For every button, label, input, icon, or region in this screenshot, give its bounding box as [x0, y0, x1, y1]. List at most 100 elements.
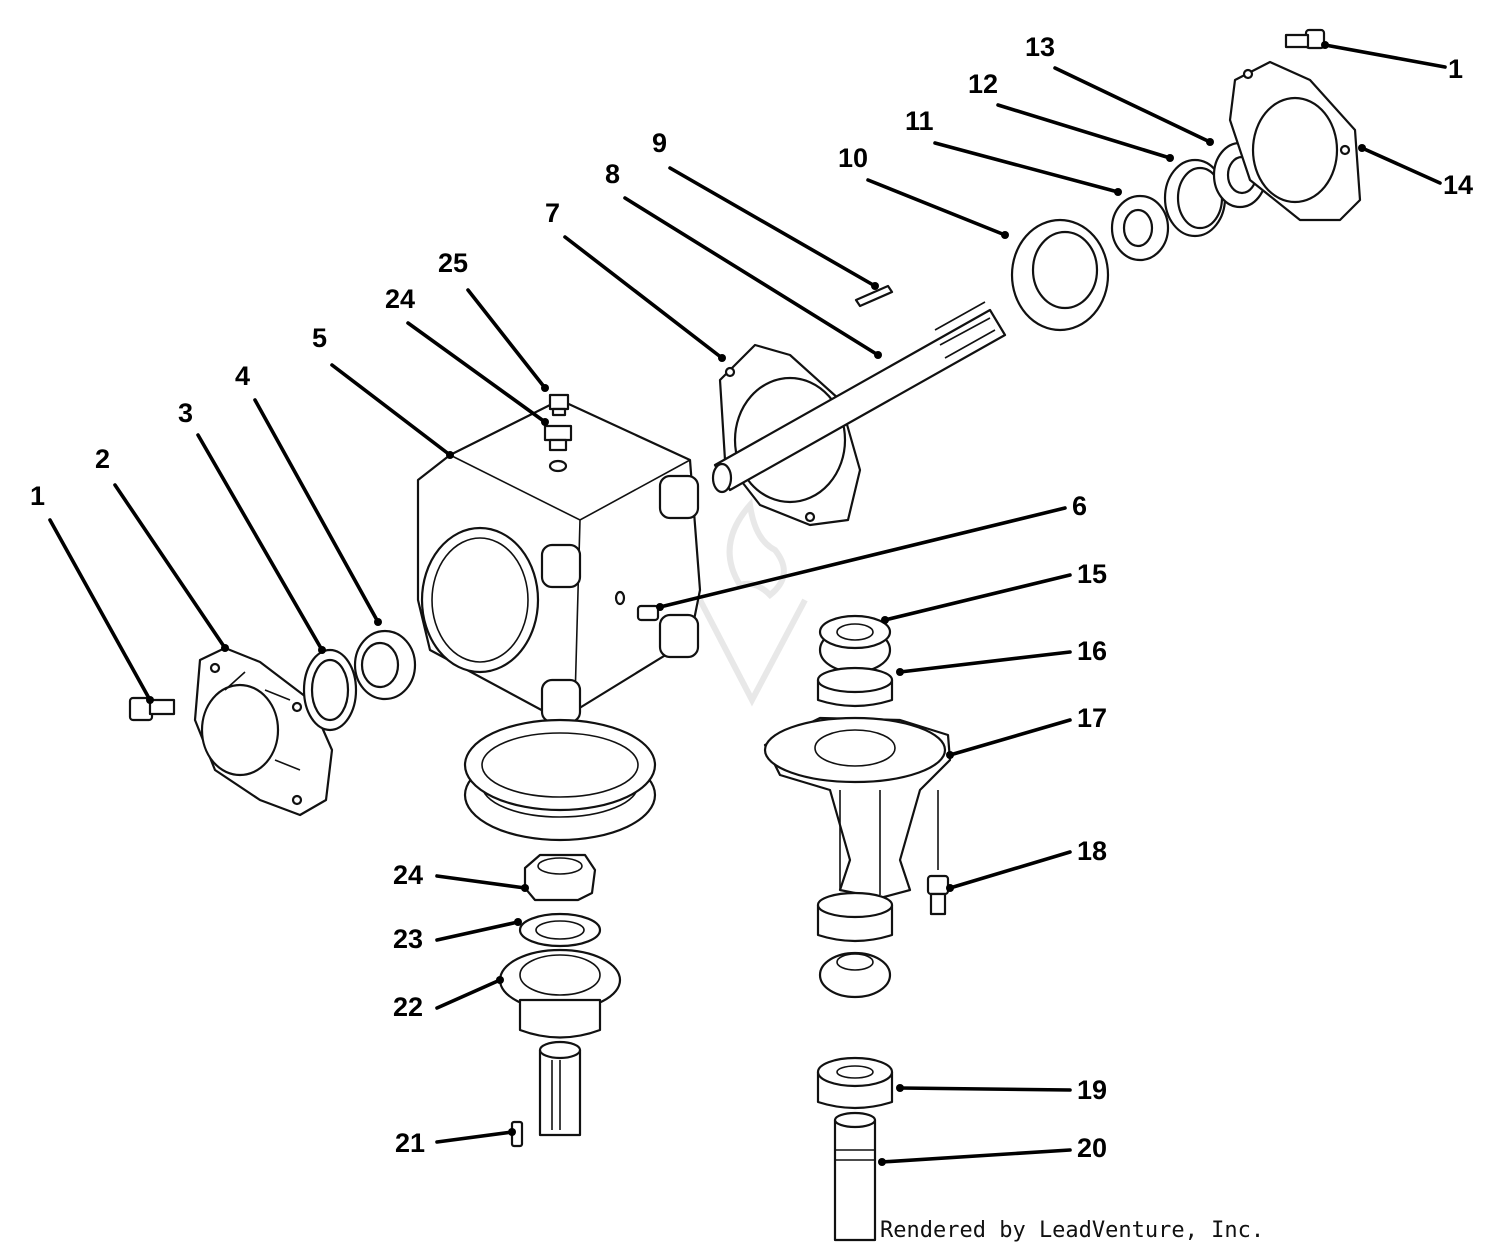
output-shaft[interactable] [538, 1040, 582, 1137]
callout-25[interactable]: 21 [395, 1128, 516, 1158]
leader-line [948, 850, 1072, 890]
callout-number: 24 [385, 284, 415, 314]
leader-line [435, 920, 520, 942]
bearing-left[interactable] [353, 629, 417, 701]
leader-dot [896, 1084, 904, 1092]
cup-lower-top[interactable] [816, 666, 894, 708]
lower-seal-housing[interactable] [498, 948, 622, 1039]
leader-dot [1321, 41, 1329, 49]
cup-lower-bottom[interactable] [816, 891, 894, 943]
gearbox-housing[interactable] [416, 398, 702, 724]
leader-line [466, 288, 547, 390]
leader-dot [446, 451, 454, 459]
lower-flange-ring[interactable] [463, 718, 657, 842]
leadventure-watermark [697, 498, 808, 707]
leader-line [253, 398, 380, 624]
leader-dot [881, 616, 889, 624]
bearing-carrier[interactable] [763, 716, 952, 900]
leader-line [435, 978, 502, 1010]
callout-14[interactable]: 13 [1025, 32, 1214, 146]
bearing-cup-upper[interactable] [1010, 218, 1110, 332]
callout-number: 15 [1077, 559, 1107, 589]
callout-number: 5 [312, 323, 327, 353]
leader-line [883, 573, 1072, 622]
leader-line [1323, 43, 1447, 69]
callout-20[interactable]: 17 [946, 703, 1107, 759]
callout-2[interactable]: 2 [95, 444, 229, 652]
callout-4[interactable]: 4 [235, 361, 382, 626]
carrier-bolt[interactable] [926, 790, 950, 916]
callout-number: 1 [30, 481, 45, 511]
seal-left[interactable] [302, 648, 358, 732]
callout-number: 10 [838, 143, 868, 173]
bearing-lower-top[interactable] [818, 614, 892, 674]
callout-3[interactable]: 3 [178, 398, 326, 654]
leader-dot [946, 884, 954, 892]
leader-line [435, 1130, 514, 1144]
ball-bearing[interactable] [816, 1056, 894, 1110]
cup-upper-outer[interactable] [1163, 158, 1227, 238]
callout-1[interactable]: 1 [30, 481, 154, 704]
bolt-right[interactable] [1284, 28, 1326, 50]
leader-dot [946, 751, 954, 759]
callout-24[interactable]: 22 [393, 976, 504, 1022]
leader-line [948, 718, 1072, 757]
callout-18[interactable]: 15 [881, 559, 1107, 624]
lower-nut[interactable] [523, 853, 597, 902]
callout-5[interactable]: 5 [312, 323, 454, 459]
top-plug[interactable] [548, 393, 570, 417]
callout-number: 11 [905, 106, 934, 136]
callout-12[interactable]: 11 [905, 106, 1122, 196]
callout-number: 2 [95, 444, 110, 474]
callout-number: 1 [1448, 54, 1463, 84]
leader-line [898, 1086, 1072, 1092]
leader-dot [878, 1158, 886, 1166]
callout-number: 6 [1072, 491, 1087, 521]
callout-number: 22 [393, 992, 423, 1022]
leader-line [563, 235, 724, 360]
callout-15[interactable]: 1 [1321, 41, 1463, 84]
callout-6[interactable]: 25 [438, 248, 549, 392]
callout-number: 9 [652, 128, 667, 158]
leader-line [113, 483, 227, 650]
callout-21[interactable]: 18 [946, 836, 1107, 892]
cover-plate[interactable] [193, 646, 334, 817]
callout-number: 7 [545, 198, 560, 228]
input-shaft[interactable] [711, 301, 1007, 494]
callout-16[interactable]: 14 [1358, 144, 1473, 200]
side-plug[interactable] [636, 604, 660, 622]
leader-dot [146, 696, 154, 704]
bolt-left[interactable] [128, 696, 176, 722]
callout-13[interactable]: 12 [968, 69, 1174, 162]
callout-11[interactable]: 10 [838, 143, 1009, 239]
bearing-upper[interactable] [1110, 194, 1170, 262]
leader-dot [1114, 188, 1122, 196]
bearing-lower-bottom[interactable] [818, 951, 892, 999]
shaft-key[interactable] [854, 284, 894, 308]
callout-number: 8 [605, 159, 620, 189]
spindle[interactable] [833, 1111, 877, 1242]
callout-number: 24 [393, 860, 423, 890]
leader-dot [874, 351, 882, 359]
leader-line [996, 103, 1172, 160]
leader-dot [1001, 231, 1009, 239]
callout-19[interactable]: 16 [896, 636, 1107, 676]
callout-number: 18 [1077, 836, 1107, 866]
callout-22[interactable]: 24 [393, 860, 529, 892]
callout-number: 16 [1077, 636, 1107, 666]
callout-23[interactable]: 23 [393, 918, 522, 954]
callout-10[interactable]: 9 [652, 128, 879, 290]
callout-27[interactable]: 20 [878, 1133, 1107, 1166]
callout-26[interactable]: 19 [896, 1075, 1107, 1105]
end-cap[interactable] [1228, 60, 1362, 222]
callout-17[interactable]: 6 [656, 491, 1087, 611]
top-breather[interactable] [543, 424, 573, 452]
callout-8[interactable]: 7 [545, 198, 726, 362]
leader-dot [1166, 154, 1174, 162]
callout-9[interactable]: 8 [605, 159, 882, 359]
callout-number: 17 [1077, 703, 1107, 733]
callout-7[interactable]: 24 [385, 284, 549, 426]
lock-washer[interactable] [518, 912, 602, 948]
